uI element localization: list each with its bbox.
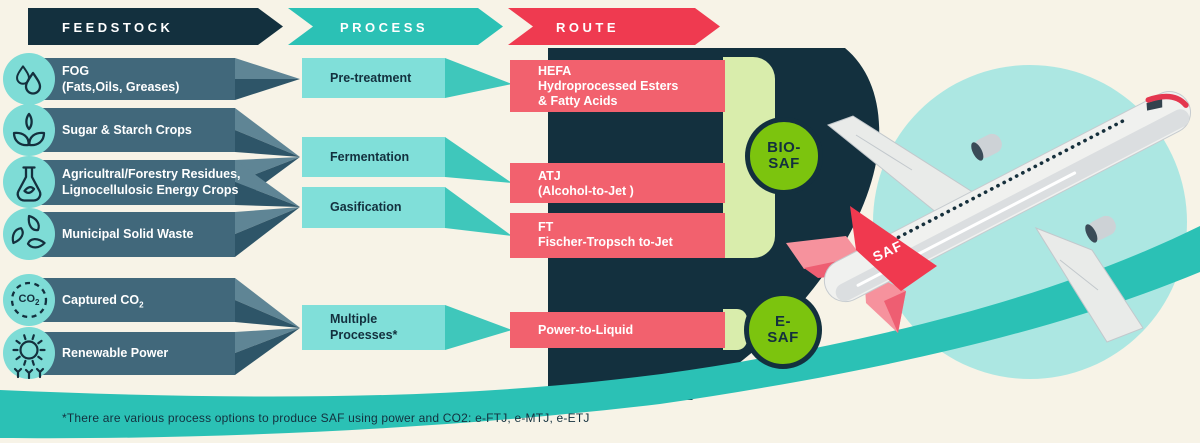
feedstock-label-power: Renewable Power [62,346,169,360]
route-box-hefa [510,60,725,112]
process-box-fermentation [302,137,445,177]
process-banner [288,8,503,45]
feedstock-banner [28,8,283,45]
co2-icon-label: CO2 [18,293,40,308]
feedstock-label-agri: Agricultral/Forestry Residues, Lignocell… [62,167,241,197]
feedstock-bar-sugar [38,108,235,152]
feedstock-label-sugar: Sugar & Starch Crops [62,123,192,137]
route-label-ptl: Power-to-Liquid [538,323,634,337]
co2-icon [3,274,55,326]
feedstock-bar-fog [38,58,235,100]
route-label-hefa: HEFA Hydroprocessed Esters & Fatty Acids [538,64,679,108]
header-route: ROUTE [556,20,619,35]
e-saf-badge: E- SAF [744,291,822,369]
process-label-gasification: Gasification [330,200,402,214]
process-box-gasification [302,187,445,228]
feedstock-bar-co2 [38,278,235,322]
sprout-icon [3,104,55,156]
route-banner [508,8,720,45]
process-box-pretreatment [302,58,445,98]
process-label-pretreatment: Pre-treatment [330,71,412,85]
header-feedstock: FEEDSTOCK [62,20,174,35]
process-box-multiple [302,305,445,350]
route-box-atj [510,163,725,203]
e-saf-tab [723,309,747,350]
process-arrows [445,58,512,350]
feedstock-bar-power [38,332,235,375]
feedstock-arrows [235,58,300,375]
swoosh-band [0,226,1200,439]
airplane-illustration [786,91,1191,343]
droplets-icon [3,53,55,105]
feedstock-bar-agri [38,160,235,205]
flask-leaf-icon [3,156,55,208]
bio-saf-badge: BIO- SAF [745,117,823,195]
route-label-atj: ATJ (Alcohol-to-Jet ) [538,169,634,198]
process-label-multiple: Multiple Processes* [330,312,398,342]
renewable-power-icon [3,327,55,379]
header-process: PROCESS [340,20,429,35]
tail-fin [850,206,937,291]
route-box-ft [510,213,725,258]
feedstock-label-msw: Municipal Solid Waste [62,227,194,241]
feedstock-label-co2: Captured CO2 [62,293,144,310]
process-label-fermentation: Fermentation [330,150,410,164]
recycle-leaves-icon [3,208,55,260]
footnote: *There are various process options to pr… [62,411,590,425]
feedstock-bar-msw [38,212,235,257]
route-label-ft: FT Fischer-Tropsch to-Jet [538,220,673,249]
feedstock-label-fog: FOG (Fats,Oils, Greases) [62,64,180,94]
route-box-ptl [510,312,725,348]
